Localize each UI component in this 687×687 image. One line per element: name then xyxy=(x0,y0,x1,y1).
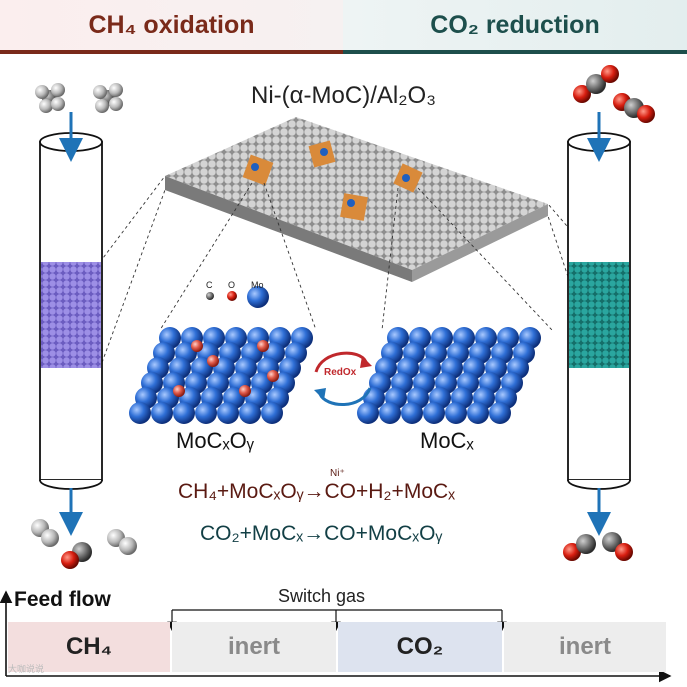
ch4-reactor-tube xyxy=(39,112,103,536)
mo-atom xyxy=(239,402,261,424)
o-atom xyxy=(207,355,219,367)
timeline-segment-inert-1: inert xyxy=(172,622,336,672)
mo-atom xyxy=(261,402,283,424)
timeline-axes xyxy=(0,590,672,683)
timeline-segment-ch4: CH₄ xyxy=(8,622,170,672)
ch4-oxidation-equation: CH₄+MoCₓOᵧ→CO+H₂+MoCₓ xyxy=(178,480,456,503)
legend-mo-label: Mo xyxy=(251,280,264,290)
mo-atom xyxy=(445,402,467,424)
co2-molecule-icon xyxy=(573,65,655,123)
redox-cycle-icon xyxy=(314,351,372,407)
mo-atom xyxy=(151,402,173,424)
o-atom xyxy=(239,385,251,397)
header-ch4-oxidation: CH₄ oxidation xyxy=(0,0,343,54)
ch4-molecule-icon xyxy=(35,83,123,113)
co2-catalyst-bed xyxy=(569,262,629,368)
mo-atom xyxy=(357,402,379,424)
surface-right-label: MoCₓ xyxy=(420,428,474,453)
mo-atom xyxy=(423,402,445,424)
redox-label: RedOx xyxy=(324,367,357,378)
o-atom xyxy=(267,370,279,382)
switch-gas-label: Switch gas xyxy=(278,586,366,606)
mo-atom xyxy=(129,402,151,424)
o-atom xyxy=(173,385,185,397)
mo-atom xyxy=(489,402,511,424)
switch-gas-bracket xyxy=(167,609,507,632)
surface-left-label: MoCₓOᵧ xyxy=(176,428,254,453)
co-h2-product-icon xyxy=(31,519,137,569)
mo-atom xyxy=(401,402,423,424)
equation-catalyst-label: Ni⁺ xyxy=(330,468,345,479)
mo-atom xyxy=(195,402,217,424)
legend-o-label: O xyxy=(228,280,236,290)
mo-atom xyxy=(379,402,401,424)
watermark: 大咖说说 xyxy=(8,664,45,674)
moc-x-surface xyxy=(357,327,541,424)
ch4-catalyst-bed xyxy=(41,262,101,368)
mo-atom xyxy=(467,402,489,424)
moc-xoy-surface xyxy=(129,327,313,424)
ni-nanoparticle-cluster xyxy=(242,140,423,221)
o-atom xyxy=(191,340,203,352)
catalyst-slab xyxy=(165,117,548,282)
header-co2-reduction: CO₂ reduction xyxy=(343,0,687,54)
timeline-segment-co2: CO₂ xyxy=(338,622,502,672)
feed-flow-axis-label: Feed flow xyxy=(14,588,111,611)
co-product-icon xyxy=(563,532,633,561)
mo-atom xyxy=(173,402,195,424)
mo-atom xyxy=(217,402,239,424)
catalyst-title: Ni-(α-MoC)/Al₂O₃ xyxy=(251,82,436,109)
co2-reactor-tube xyxy=(567,112,631,536)
o-atom xyxy=(257,340,269,352)
legend-c-label: C xyxy=(206,280,213,290)
co2-reduction-equation: CO₂+MoCₓ→CO+MoCₓOᵧ xyxy=(200,522,443,545)
atom-legend xyxy=(206,286,269,308)
timeline-segment-inert-2: inert xyxy=(504,622,666,672)
